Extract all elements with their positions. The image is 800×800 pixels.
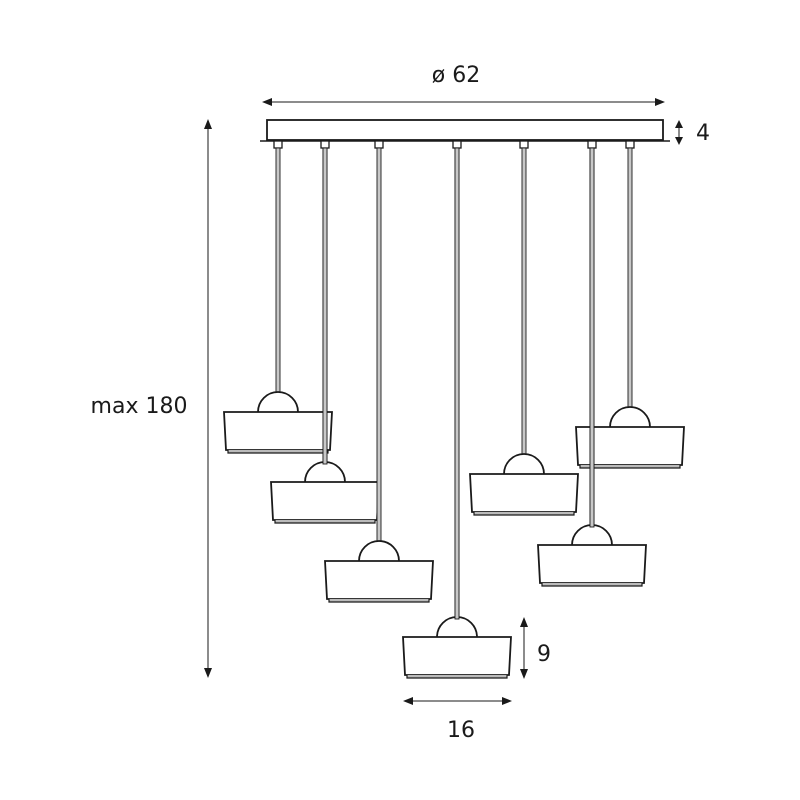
cord-front — [454, 147, 460, 620]
canopy-height-dimension: 4 — [675, 120, 710, 146]
arrow-up-icon — [520, 617, 528, 627]
shade — [402, 636, 512, 676]
shade — [270, 481, 380, 521]
cord-connector — [587, 140, 597, 149]
shade-lip — [274, 520, 376, 524]
arrow-up-icon — [675, 120, 683, 128]
dome — [609, 406, 651, 428]
cord-connector — [625, 140, 635, 149]
cord-connector — [519, 140, 529, 149]
shade-height-dimension: 9 — [520, 617, 551, 679]
cord — [521, 147, 527, 457]
arrow-down-icon — [204, 668, 212, 678]
shade-width-label: 16 — [447, 718, 475, 743]
cord-connector — [374, 140, 384, 149]
shade — [324, 560, 434, 600]
cord-connector — [273, 140, 283, 149]
cord-front — [322, 147, 328, 465]
shade — [469, 473, 579, 513]
dome — [503, 453, 545, 475]
shade — [537, 544, 647, 584]
pendant — [469, 140, 579, 516]
cord — [627, 147, 633, 410]
arrow-left-icon — [262, 98, 272, 106]
arrow-down-icon — [520, 669, 528, 679]
canopy-plate — [266, 119, 664, 141]
shade-lip — [579, 465, 681, 469]
shade — [575, 426, 685, 466]
shade-lip — [406, 675, 508, 679]
canopy-height-label: 4 — [696, 121, 710, 146]
dome — [358, 540, 400, 562]
shade-width-dimension: 16 — [403, 697, 512, 743]
arrow-right-icon — [502, 697, 512, 705]
cord — [275, 147, 281, 395]
arrow-up-icon — [204, 119, 212, 129]
shade-height-label: 9 — [537, 642, 551, 667]
shade-lip — [227, 450, 329, 454]
cord-connector — [320, 140, 330, 149]
max-height-label: max 180 — [91, 394, 188, 419]
pendants — [223, 140, 685, 679]
shade-lip — [328, 599, 430, 603]
dome — [436, 616, 478, 638]
canopy-width-label: ø 62 — [432, 63, 480, 88]
dome — [257, 391, 299, 413]
cord-connector — [452, 140, 462, 149]
shades — [223, 140, 685, 679]
pendant — [223, 140, 333, 454]
cord-front — [589, 147, 595, 528]
shade — [223, 411, 333, 451]
pendant — [324, 140, 434, 603]
shade-lip — [473, 512, 575, 516]
arrow-down-icon — [675, 137, 683, 145]
pendant — [575, 140, 685, 469]
arrow-right-icon — [655, 98, 665, 106]
canopy — [260, 119, 670, 142]
canopy-width-dimension: ø 62 — [262, 63, 665, 106]
dome — [304, 461, 346, 483]
cord — [376, 147, 382, 544]
shade-lip — [541, 583, 643, 587]
dome — [571, 524, 613, 546]
arrow-left-icon — [403, 697, 413, 705]
max-height-dimension: max 180 — [91, 119, 212, 678]
